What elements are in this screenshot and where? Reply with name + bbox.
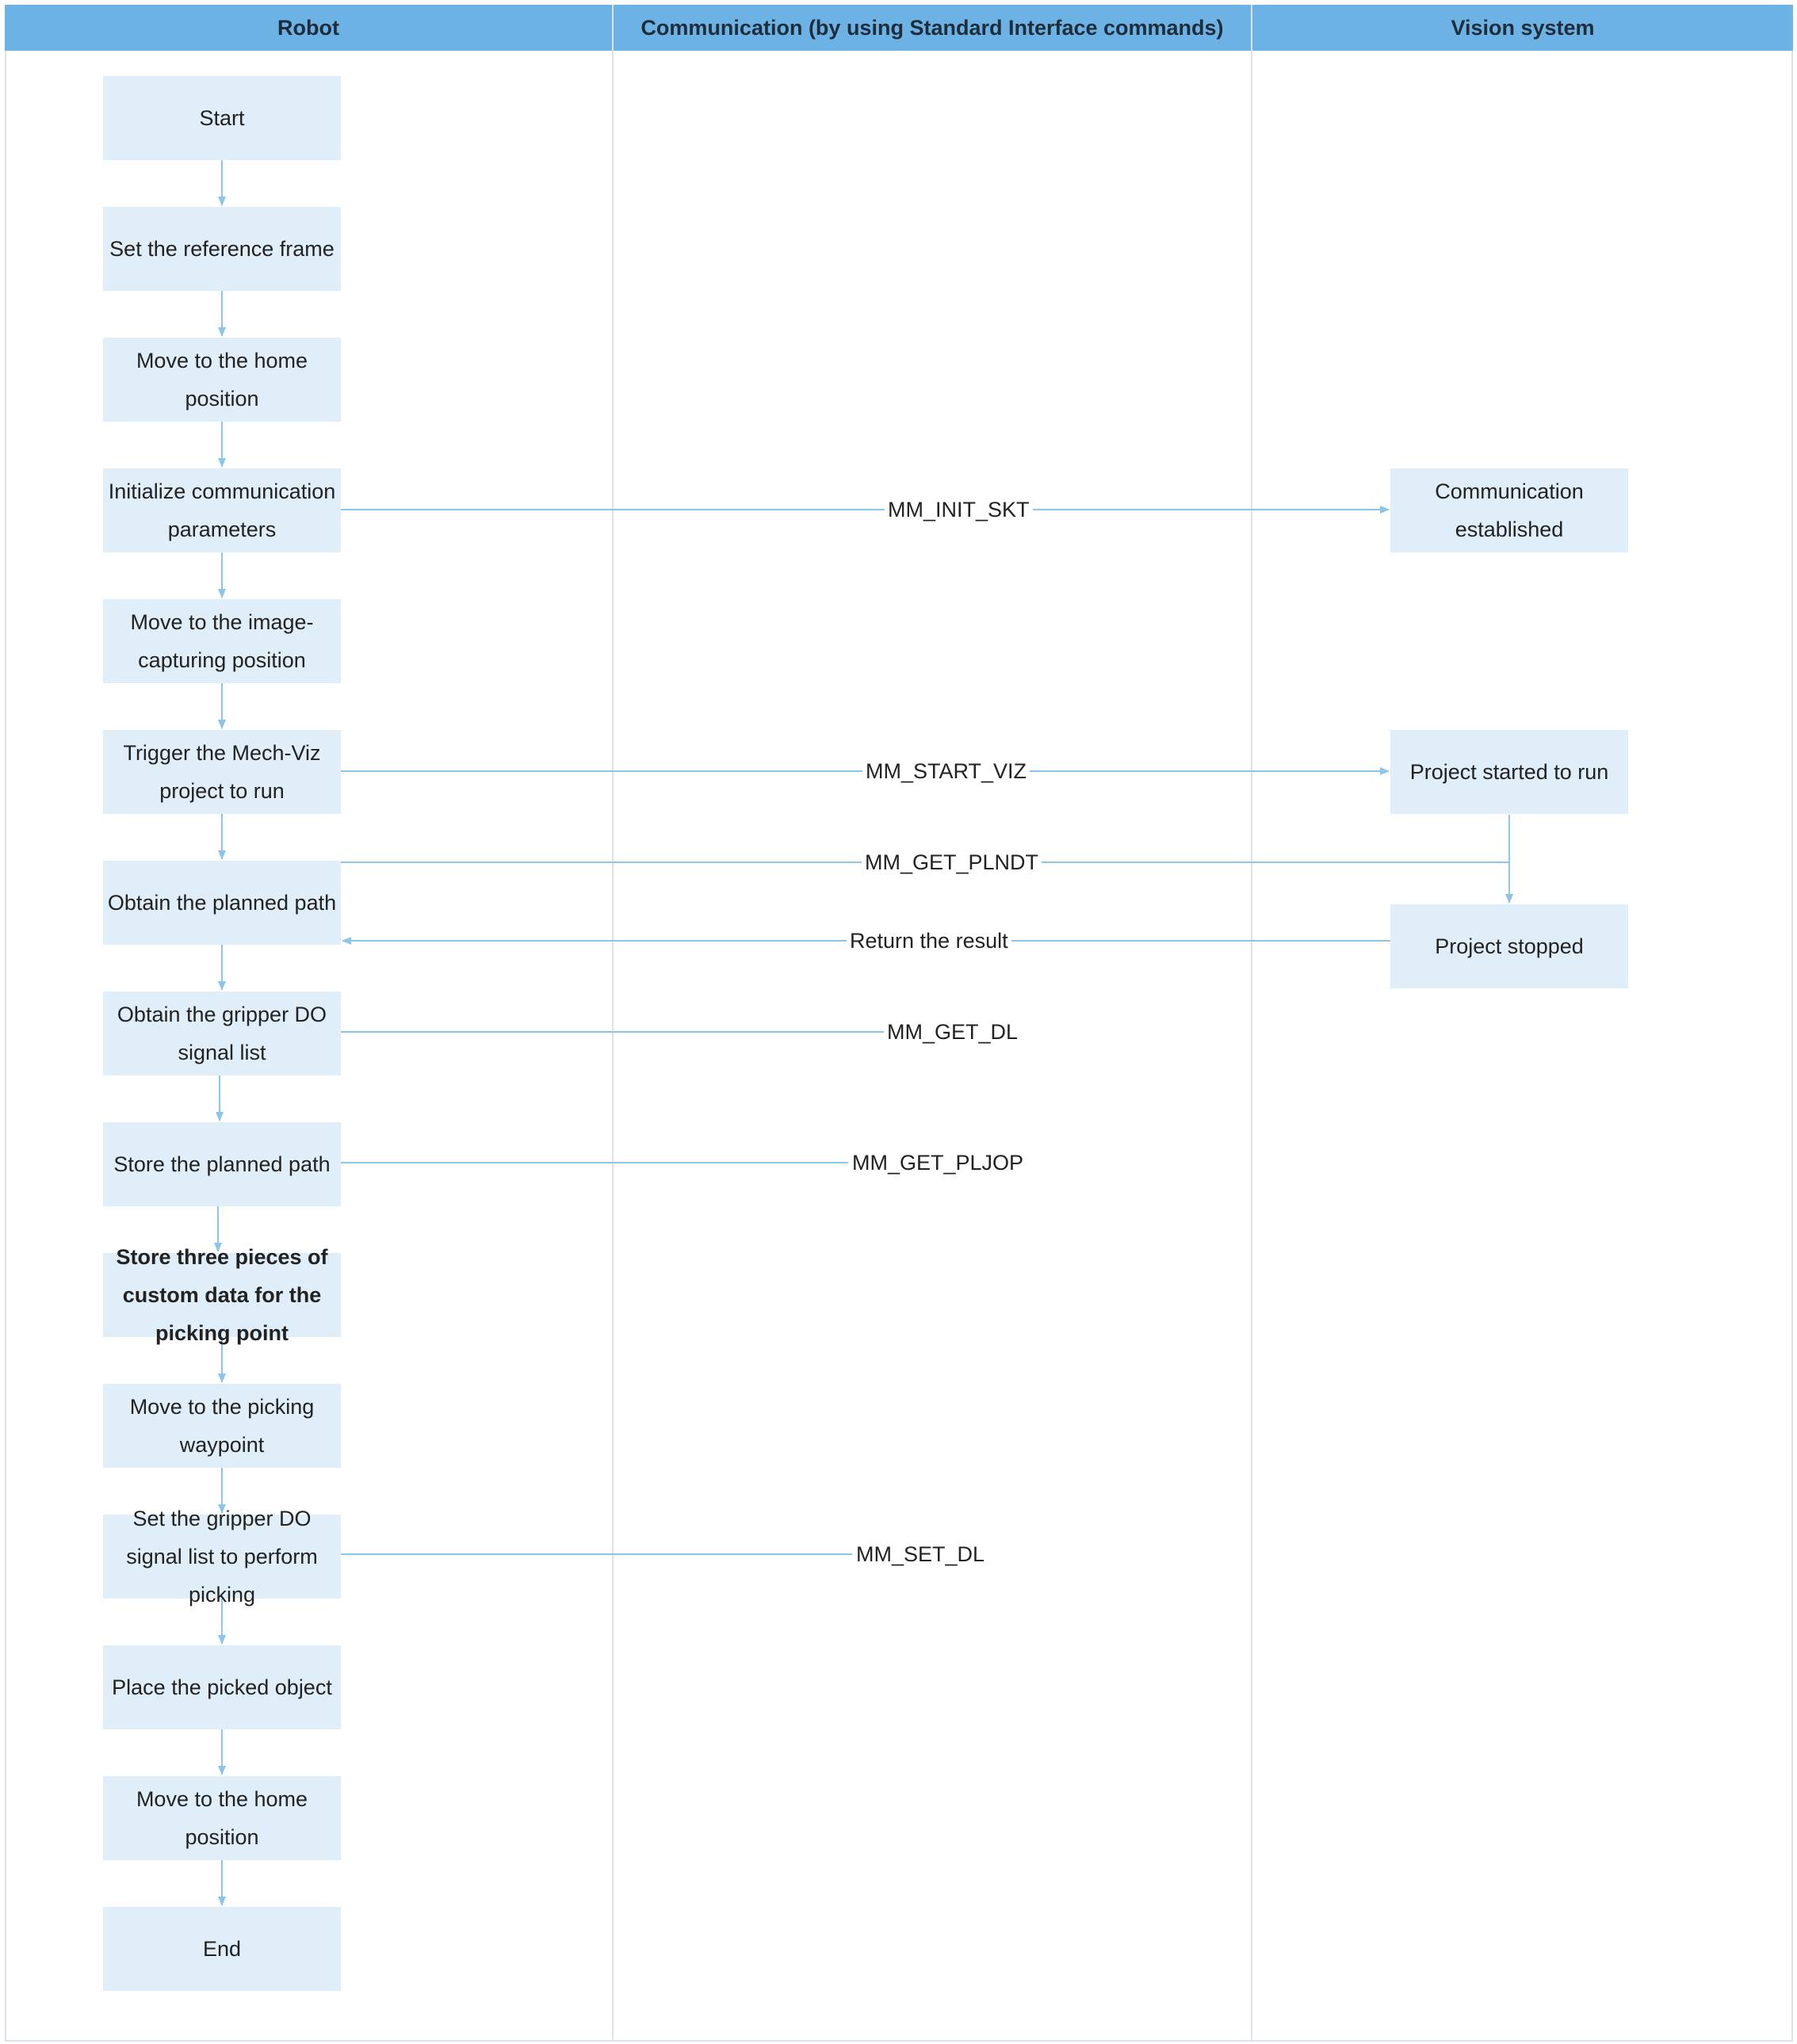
lane-header-vision: Vision system [1252, 5, 1793, 51]
step-start: Start [103, 76, 341, 160]
lane-title-robot: Robot [277, 15, 339, 40]
vision-communication-established: Communication established [1390, 468, 1628, 552]
step-store-planned-path: Store the planned path [103, 1122, 341, 1206]
vision-project-started: Project started to run [1390, 730, 1628, 814]
step-obtain-planned-path: Obtain the planned path [103, 861, 341, 945]
step-move-home-2-label: Move to the home position [136, 1787, 308, 1849]
lane-divider-1 [612, 5, 614, 2042]
lane-header-robot: Robot [5, 5, 612, 51]
step-move-home-2: Move to the home position [103, 1776, 341, 1860]
step-move-home-1-label: Move to the home position [136, 349, 308, 411]
vision-project-stopped: Project stopped [1390, 904, 1628, 988]
lane-header-communication: Communication (by using Standard Interfa… [614, 5, 1251, 51]
step-place-object-label: Place the picked object [112, 1675, 332, 1699]
cmd-label-get-dl: MM_GET_DL [884, 1018, 1022, 1045]
cmd-label-return: Return the result [847, 927, 1011, 954]
step-obtain-do-signal-list-label: Obtain the gripper DO signal list [117, 1003, 327, 1064]
step-set-reference-frame: Set the reference frame [103, 207, 341, 291]
lane-title-vision: Vision system [1451, 15, 1595, 40]
step-initialize-communication: Initialize communication parameters [103, 468, 341, 552]
lane-title-communication: Communication (by using Standard Interfa… [640, 15, 1224, 40]
step-initialize-communication-label: Initialize communication parameters [108, 479, 336, 541]
lane-divider-2 [1251, 5, 1252, 2042]
step-move-picking-waypoint: Move to the picking waypoint [103, 1384, 341, 1468]
cmd-label-get-plan: MM_GET_PLNDT [862, 849, 1042, 876]
step-move-home-1: Move to the home position [103, 338, 341, 422]
step-move-image-capturing-label: Move to the image-capturing position [130, 610, 314, 672]
step-obtain-do-signal-list: Obtain the gripper DO signal list [103, 991, 341, 1075]
step-set-do-signal-list-label: Set the gripper DO signal list to perfor… [126, 1507, 318, 1607]
step-obtain-planned-path-label: Obtain the planned path [107, 891, 337, 915]
cmd-label-get-pljop: MM_GET_PLJOP [849, 1149, 1027, 1176]
cmd-label-init: MM_INIT_SKT [885, 496, 1033, 523]
step-set-do-signal-list: Set the gripper DO signal list to perfor… [103, 1507, 341, 1607]
step-start-label: Start [199, 106, 245, 130]
cmd-label-start: MM_START_VIZ [862, 758, 1030, 785]
step-place-object: Place the picked object [103, 1645, 341, 1729]
vision-project-started-label: Project started to run [1409, 760, 1609, 784]
step-store-custom-data: Store three pieces of custom data for th… [103, 1245, 341, 1345]
step-trigger-project: Trigger the Mech-Viz project to run [103, 730, 341, 814]
step-set-reference-frame-label: Set the reference frame [109, 237, 335, 261]
vision-project-stopped-label: Project stopped [1435, 934, 1584, 958]
step-move-image-capturing: Move to the image-capturing position [103, 599, 341, 683]
step-end-label: End [202, 1937, 242, 1961]
step-move-picking-waypoint-label: Move to the picking waypoint [129, 1395, 315, 1457]
step-store-custom-data-label: Store three pieces of custom data for th… [116, 1245, 328, 1345]
step-end: End [103, 1907, 341, 1991]
step-store-planned-path-label: Store the planned path [113, 1152, 331, 1176]
step-trigger-project-label: Trigger the Mech-Viz project to run [123, 741, 321, 803]
cmd-label-set-dl: MM_SET_DL [853, 1541, 988, 1568]
vision-communication-established-label: Communication established [1435, 479, 1584, 541]
